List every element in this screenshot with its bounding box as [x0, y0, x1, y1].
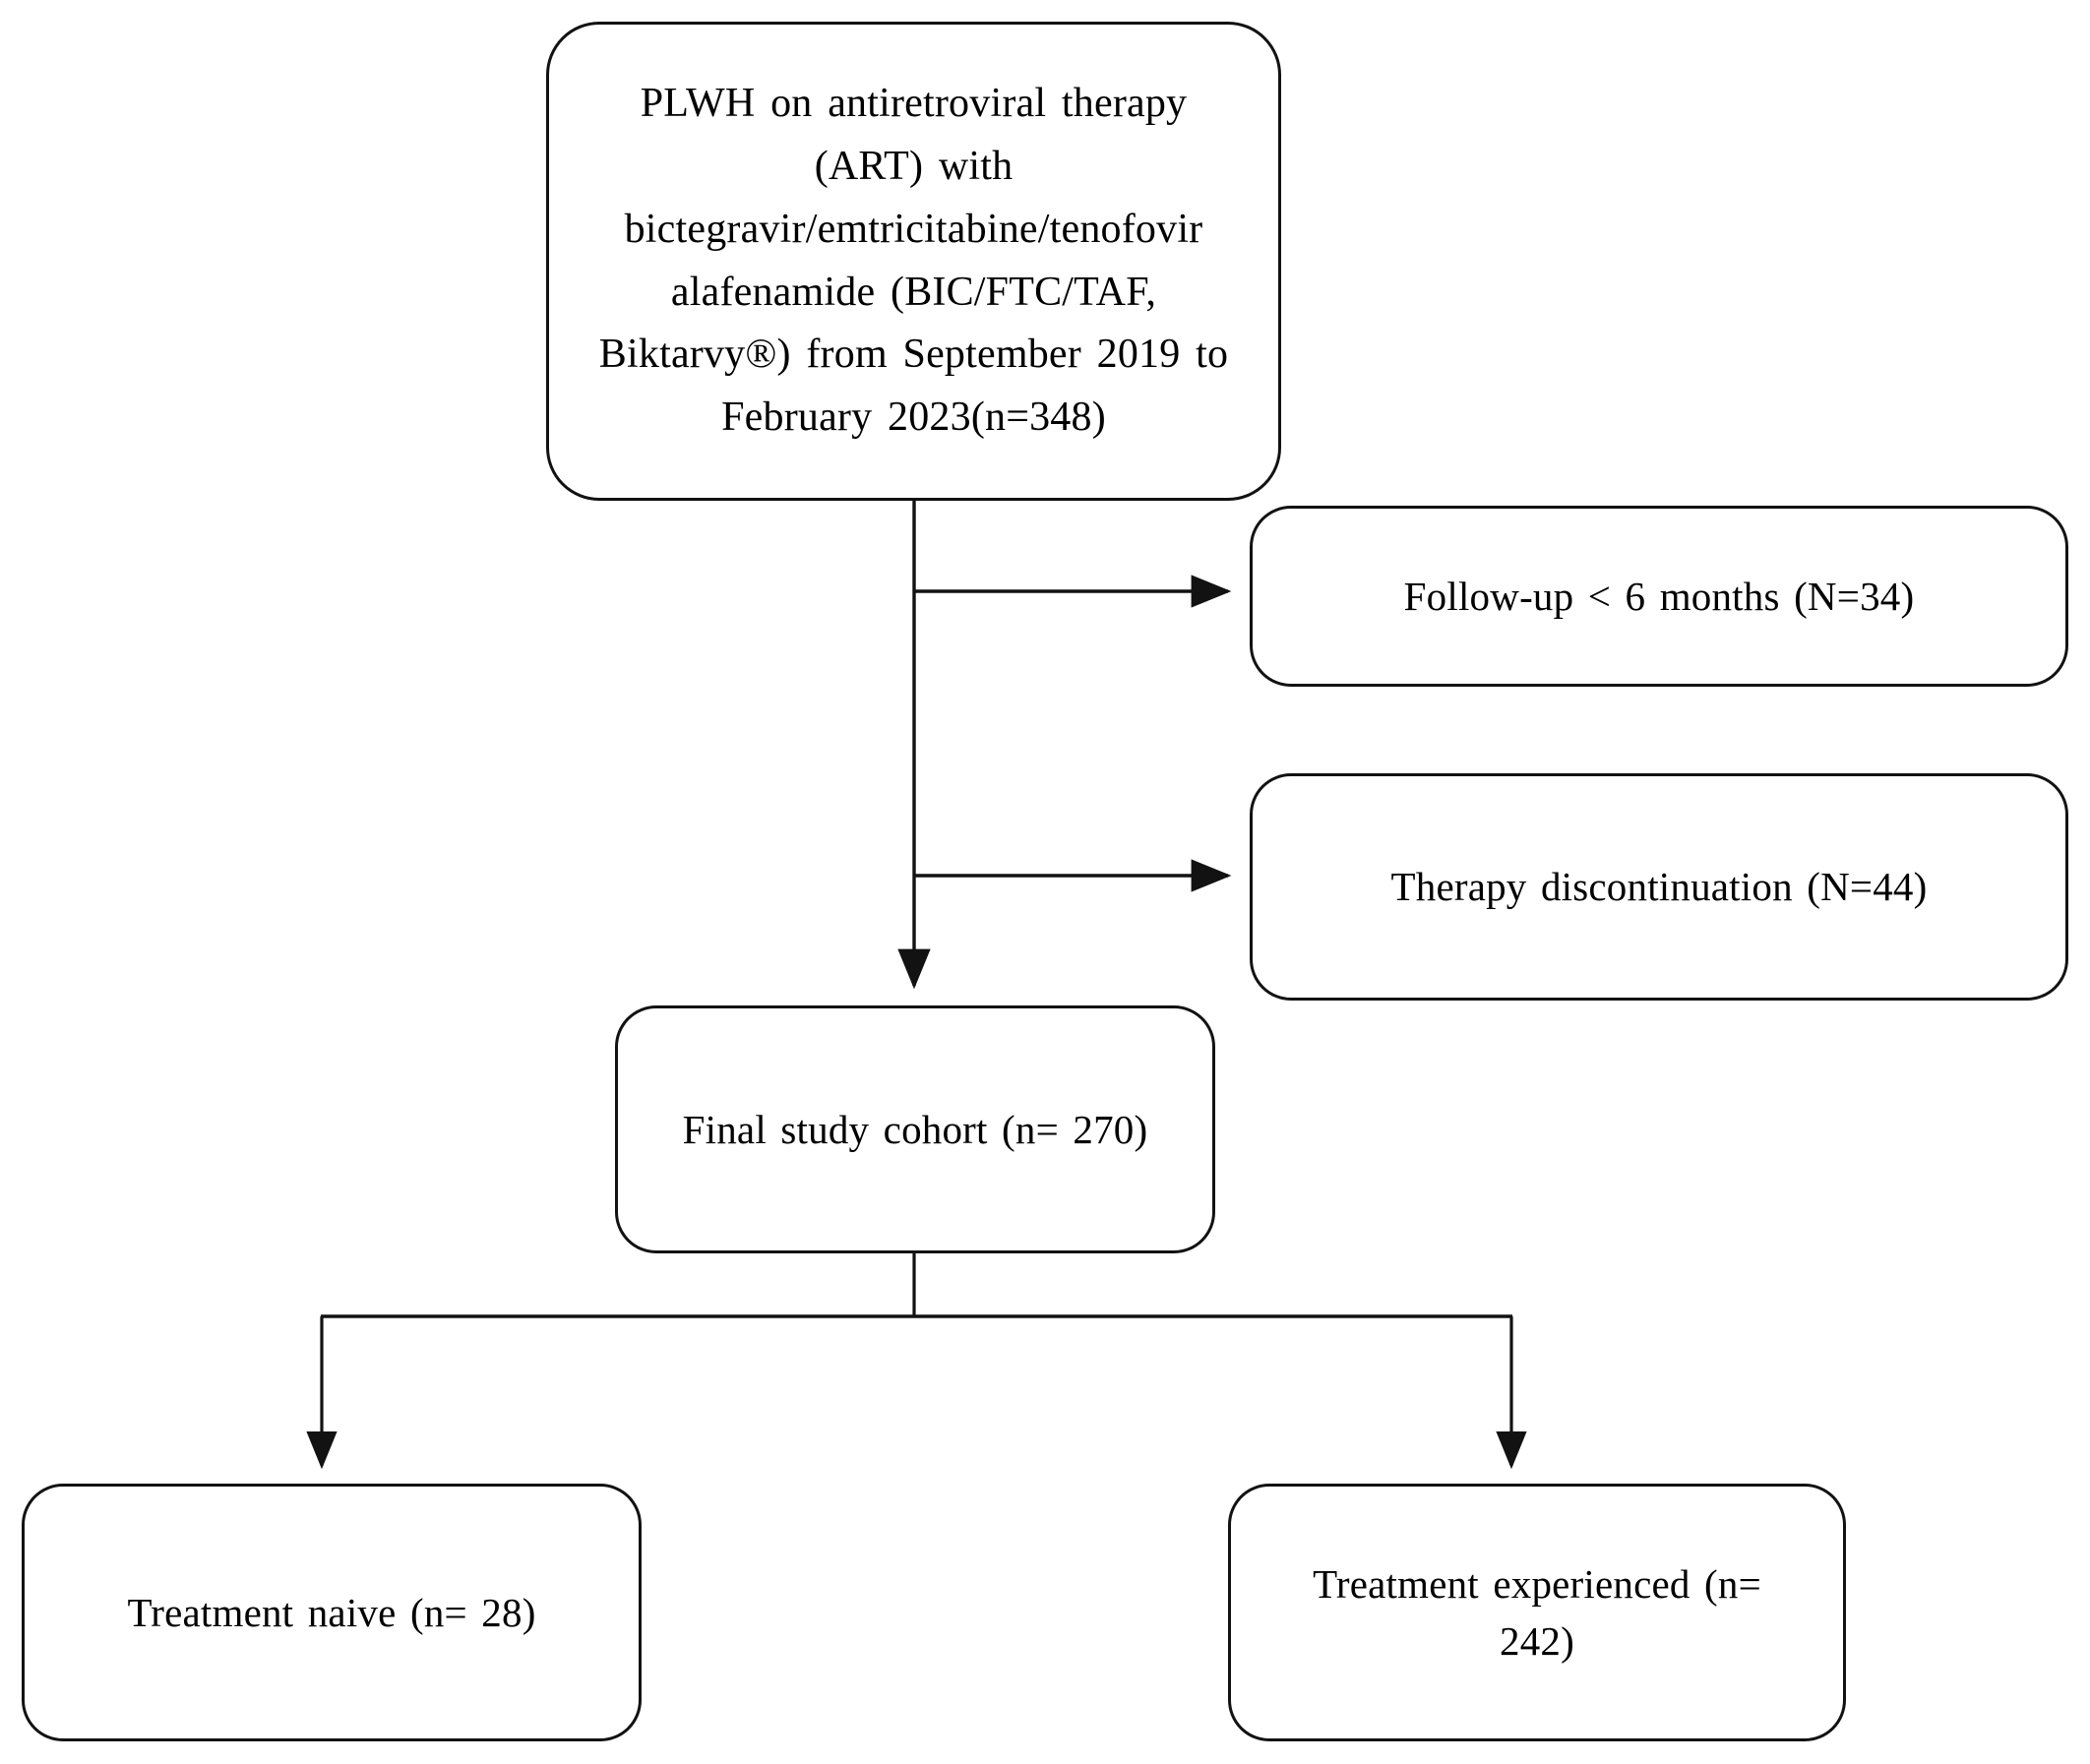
node-exclusion-discontinuation-label: Therapy discontinuation (N=44): [1390, 864, 1928, 910]
node-source-population: PLWH on antiretroviral therapy (ART) wit…: [546, 22, 1281, 501]
node-subgroup-treatment-experienced: Treatment experienced (n= 242): [1228, 1484, 1846, 1741]
node-exclusion-discontinuation: Therapy discontinuation (N=44): [1250, 773, 2068, 1001]
node-exclusion-followup: Follow-up < 6 months (N=34): [1250, 506, 2068, 687]
node-subgroup-treatment-naive-label: Treatment naive (n= 28): [127, 1589, 536, 1635]
node-source-population-label: PLWH on antiretroviral therapy (ART) wit…: [598, 81, 1229, 441]
node-subgroup-treatment-naive: Treatment naive (n= 28): [22, 1484, 642, 1741]
edge-cohort-split: [306, 1253, 1527, 1470]
node-subgroup-treatment-experienced-label: Treatment experienced (n= 242): [1313, 1560, 1761, 1664]
node-final-cohort: Final study cohort (n= 270): [615, 1005, 1215, 1253]
node-exclusion-followup-label: Follow-up < 6 months (N=34): [1403, 573, 1915, 619]
node-final-cohort-label: Final study cohort (n= 270): [682, 1106, 1148, 1152]
